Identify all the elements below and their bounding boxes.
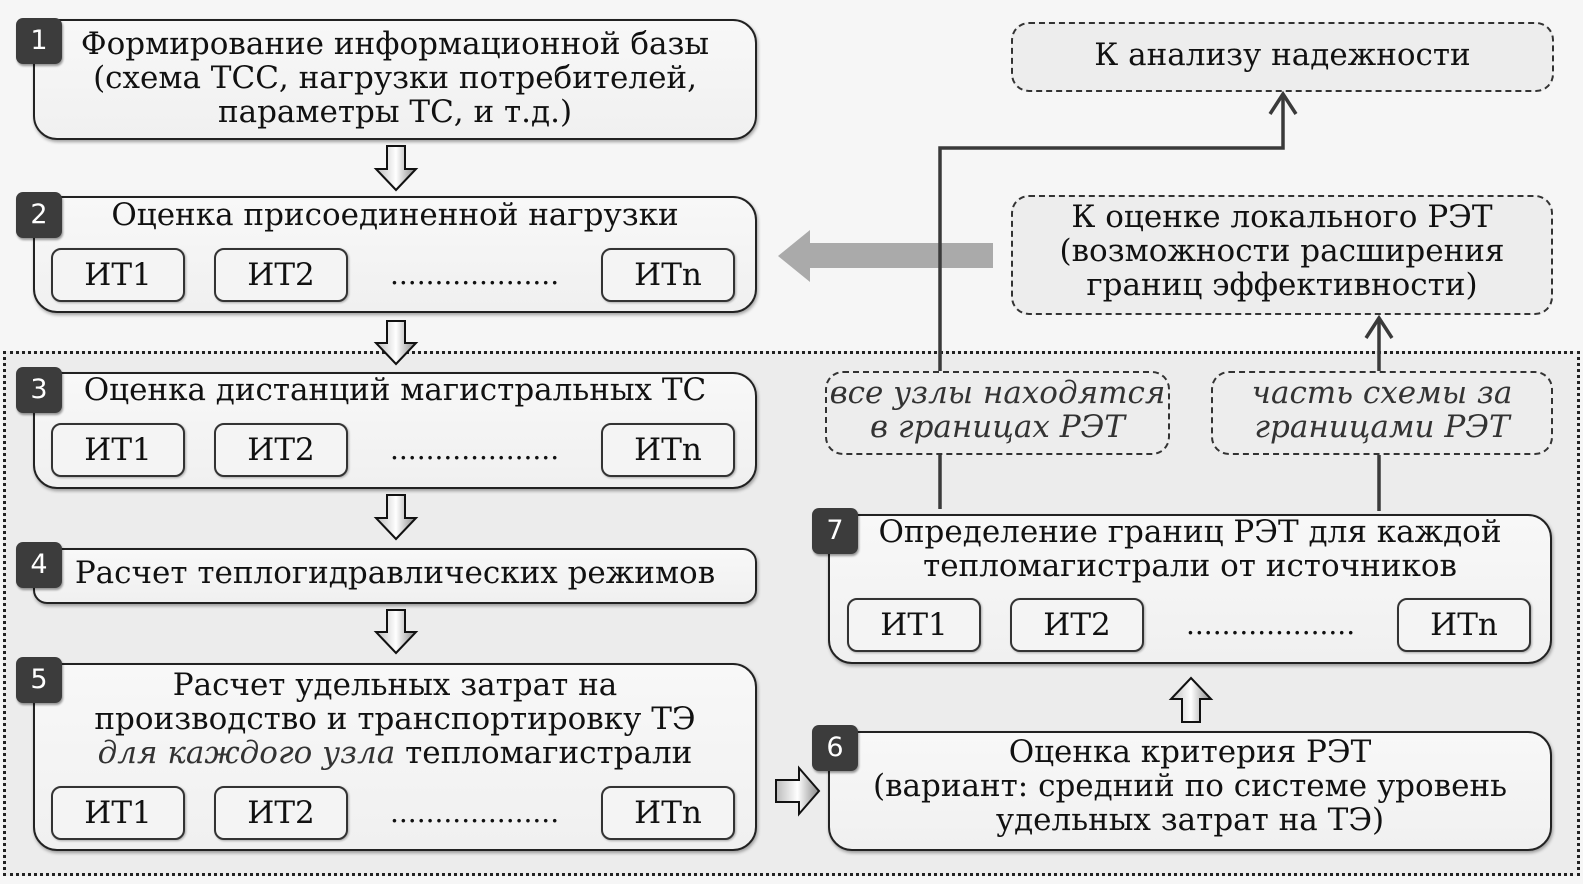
step-2-item-n: ИТn bbox=[601, 248, 735, 302]
local-ret-label: К оценке локального РЭТ (возможности рас… bbox=[1011, 200, 1553, 302]
step-3-item-n: ИТn bbox=[601, 423, 735, 477]
step-7-badge: 7 bbox=[812, 508, 858, 554]
gray-left-arrow bbox=[778, 230, 993, 282]
step-1-line-3: параметры ТС, и т.д.) bbox=[217, 94, 573, 130]
step-1-badge: 1 bbox=[16, 18, 62, 64]
step-3-badge: 3 bbox=[16, 367, 62, 413]
step-6-line-1: Оценка критерия РЭТ bbox=[1008, 734, 1372, 770]
step-2-item-2: ИТ2 bbox=[214, 248, 348, 302]
step-5-line-3: для каждого узла тепломагистрали bbox=[60, 736, 730, 770]
step-3-ellipsis: ................... bbox=[390, 433, 560, 466]
step-7-ellipsis: ................... bbox=[1186, 608, 1356, 641]
step-7-item-2: ИТ2 bbox=[1010, 598, 1144, 652]
step-5-line-3-rest: тепломагистрали bbox=[395, 735, 693, 771]
arrow-4-to-5 bbox=[373, 609, 419, 655]
step-1-title: Формирование информационной базы (схема … bbox=[60, 27, 730, 129]
step-2-ellipsis: ................... bbox=[390, 258, 560, 291]
step-7-line-1: Определение границ РЭТ для каждой bbox=[878, 514, 1502, 550]
arrow-6-to-7 bbox=[1168, 676, 1214, 723]
step-3-item-1: ИТ1 bbox=[51, 423, 185, 477]
local-ret-box bbox=[1011, 195, 1553, 315]
part-outside-label: часть схемы за границами РЭТ bbox=[1211, 376, 1553, 444]
arrow-1-to-2 bbox=[373, 145, 419, 192]
all-nodes-box bbox=[825, 371, 1170, 455]
step-2-badge: 2 bbox=[16, 192, 62, 238]
step-7-line-2: тепломагистрали от источников bbox=[923, 548, 1457, 584]
step-5-emphasis: для каждого узла bbox=[97, 735, 396, 771]
local-ret-line-2: (возможности расширения bbox=[1059, 233, 1505, 269]
arrow-5-to-6 bbox=[775, 765, 821, 817]
part-outside-box bbox=[1211, 371, 1553, 455]
step-4-badge: 4 bbox=[16, 542, 62, 588]
step-5-item-1: ИТ1 bbox=[51, 786, 185, 840]
step-2-title: Оценка присоединенной нагрузки bbox=[111, 197, 679, 233]
part-outside-line-1: часть схемы за bbox=[1251, 375, 1513, 411]
step-2-item-1: ИТ1 bbox=[51, 248, 185, 302]
step-5-line-2: производство и транспортировку ТЭ bbox=[94, 701, 696, 737]
all-nodes-line-2: в границах РЭТ bbox=[870, 409, 1125, 445]
local-ret-arrowhead bbox=[1364, 314, 1394, 339]
step-7-title: Определение границ РЭТ для каждой теплом… bbox=[860, 515, 1520, 583]
local-ret-line-1: К оценке локального РЭТ bbox=[1071, 199, 1493, 235]
step-4-title: Расчет теплогидравлических режимов bbox=[74, 555, 716, 591]
arrow-2-to-3 bbox=[373, 320, 419, 366]
reliability-arrowhead bbox=[1268, 90, 1298, 115]
all-nodes-to-reliability-path bbox=[938, 94, 1285, 371]
step-1-line-1: Формирование информационной базы bbox=[80, 26, 710, 62]
step-5-badge: 5 bbox=[16, 657, 62, 703]
step-6-badge: 6 bbox=[812, 725, 858, 771]
step-5-item-2: ИТ2 bbox=[214, 786, 348, 840]
step-5-item-n: ИТn bbox=[601, 786, 735, 840]
step-6-line-3: удельных затрат на ТЭ) bbox=[995, 802, 1385, 838]
local-ret-line-3: границ эффективности) bbox=[1086, 267, 1478, 303]
reliability-analysis-box bbox=[1011, 22, 1554, 92]
step-1-box bbox=[33, 19, 757, 140]
step-5-line-1: Расчет удельных затрат на bbox=[172, 667, 618, 703]
step-6-title: Оценка критерия РЭТ (вариант: средний по… bbox=[860, 735, 1520, 837]
step-7-item-n: ИТn bbox=[1397, 598, 1531, 652]
all-nodes-line-1: все узлы находятся bbox=[829, 375, 1166, 411]
step-6-box bbox=[828, 731, 1552, 851]
step-4-box bbox=[33, 548, 757, 604]
part-outside-line-2: границами РЭТ bbox=[1254, 409, 1510, 445]
step-1-line-2: (схема ТСС, нагрузки потребителей, bbox=[93, 60, 697, 96]
all-nodes-label: все узлы находятся в границах РЭТ bbox=[825, 376, 1170, 444]
step-3-title: Оценка дистанций магистральных ТС bbox=[83, 372, 707, 408]
step-3-item-2: ИТ2 bbox=[214, 423, 348, 477]
reliability-analysis-label: К анализу надежности bbox=[1094, 37, 1471, 73]
step-5-ellipsis: ................... bbox=[390, 796, 560, 829]
step-5-title: Расчет удельных затрат на производство и… bbox=[60, 668, 730, 770]
step-6-line-2: (вариант: средний по системе уровень bbox=[872, 768, 1508, 804]
arrow-3-to-4 bbox=[373, 494, 419, 541]
step-7-item-1: ИТ1 bbox=[847, 598, 981, 652]
